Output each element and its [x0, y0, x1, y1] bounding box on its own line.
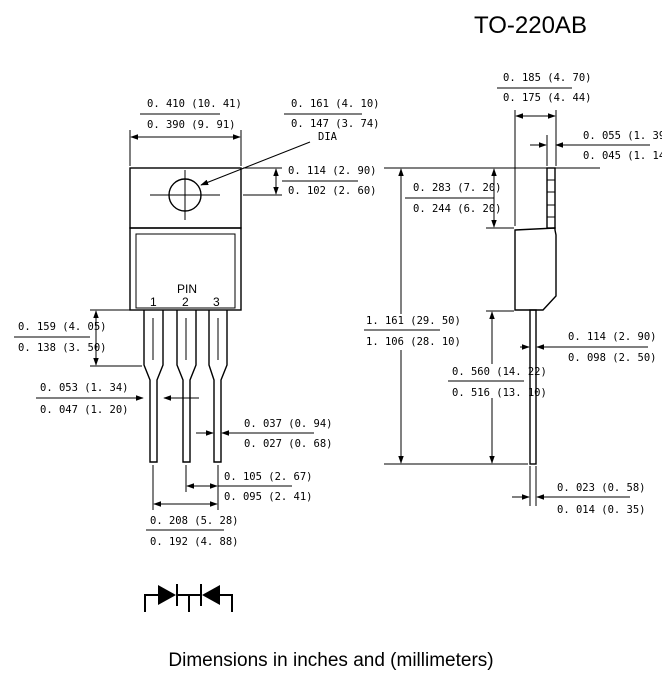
lead-2: [176, 310, 197, 463]
lead-width-max: 0. 037 (0. 94): [244, 418, 333, 430]
side-tab: [546, 167, 556, 229]
thickness-max: 0. 185 (4. 70): [503, 72, 592, 84]
package-body: [129, 227, 242, 311]
dimensions-caption: Dimensions in inches and (millimeters): [168, 650, 494, 671]
lead-1: [143, 310, 164, 463]
dual-diode-symbol-icon: [144, 584, 233, 612]
lead-pitch-min: 0. 095 (2. 41): [224, 491, 313, 503]
tab-thickness-min: 0. 045 (1. 14): [583, 150, 662, 162]
lead-shoulder-min: 0. 047 (1. 20): [40, 404, 129, 416]
tab-height-max: 0. 283 (7. 20): [413, 182, 502, 194]
lead-span-max: 0. 208 (5. 28): [150, 515, 239, 527]
lead-top-max: 0. 159 (4. 05): [18, 321, 107, 333]
lead-shoulder-max: 0. 053 (1. 34): [40, 382, 129, 394]
lead-3: [208, 310, 228, 463]
width-max: 0. 410 (10. 41): [147, 98, 242, 110]
total-length-min: 1. 106 (28. 10): [366, 336, 461, 348]
lead-offset-min: 0. 098 (2. 50): [568, 352, 657, 364]
lead-pitch-max: 0. 105 (2. 67): [224, 471, 313, 483]
width-min: 0. 390 (9. 91): [147, 119, 236, 131]
side-body: [514, 227, 557, 311]
pin-number-1: 1: [150, 295, 157, 309]
lead-span-min: 0. 192 (4. 88): [150, 536, 239, 548]
lead-top-min: 0. 138 (3. 50): [18, 342, 107, 354]
hole-dia-min: 0. 147 (3. 74): [291, 118, 380, 130]
front-view: PIN 1 2 3 0. 410 (10. 41) 0.: [14, 98, 380, 548]
lead-length-max: 0. 560 (14. 22): [452, 366, 547, 378]
pin-number-2: 2: [182, 295, 189, 309]
body-inner-outline: [135, 233, 236, 309]
hole-pos-min: 0. 102 (2. 60): [288, 185, 377, 197]
hole-dia-leader: [200, 141, 311, 186]
package-title: TO-220AB: [474, 12, 587, 39]
tab-thickness-max: 0. 055 (1. 39): [583, 130, 662, 142]
thickness-min: 0. 175 (4. 44): [503, 92, 592, 104]
lead-thickness-max: 0. 023 (0. 58): [557, 482, 646, 494]
lead-width-min: 0. 027 (0. 68): [244, 438, 333, 450]
lead-offset-max: 0. 114 (2. 90): [568, 331, 657, 343]
side-view: 0. 185 (4. 70) 0. 175 (4. 44) 0. 055 (1.…: [362, 72, 662, 516]
hole-dia-max: 0. 161 (4. 10): [291, 98, 380, 110]
tab-height-min: 0. 244 (6. 20): [413, 203, 502, 215]
lead-length-min: 0. 516 (13. 10): [452, 387, 547, 399]
pin-label: PIN: [177, 282, 197, 296]
lead-thickness-min: 0. 014 (0. 35): [557, 504, 646, 516]
total-length-max: 1. 161 (29. 50): [366, 315, 461, 327]
hole-pos-max: 0. 114 (2. 90): [288, 165, 377, 177]
side-lead: [529, 309, 537, 465]
pin-number-3: 3: [213, 295, 220, 309]
hole-dia-unit: DIA: [318, 131, 338, 143]
